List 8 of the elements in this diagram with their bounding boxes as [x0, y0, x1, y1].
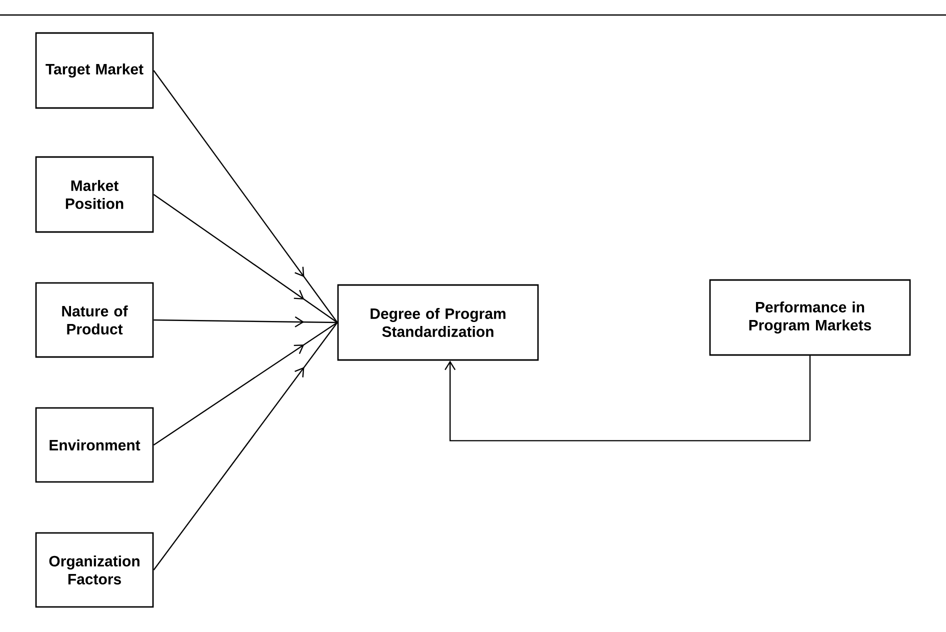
- box: Target Market: [35, 32, 154, 109]
- box: Nature of Product: [35, 282, 154, 358]
- arrow: [444, 356, 811, 442]
- box: Organization Factors: [35, 532, 154, 608]
- box: Market Position: [35, 156, 154, 233]
- box: Performance in Program Markets: [709, 279, 911, 356]
- box: Environment: [35, 407, 154, 483]
- box: Degree of Program Standardization: [337, 284, 539, 361]
